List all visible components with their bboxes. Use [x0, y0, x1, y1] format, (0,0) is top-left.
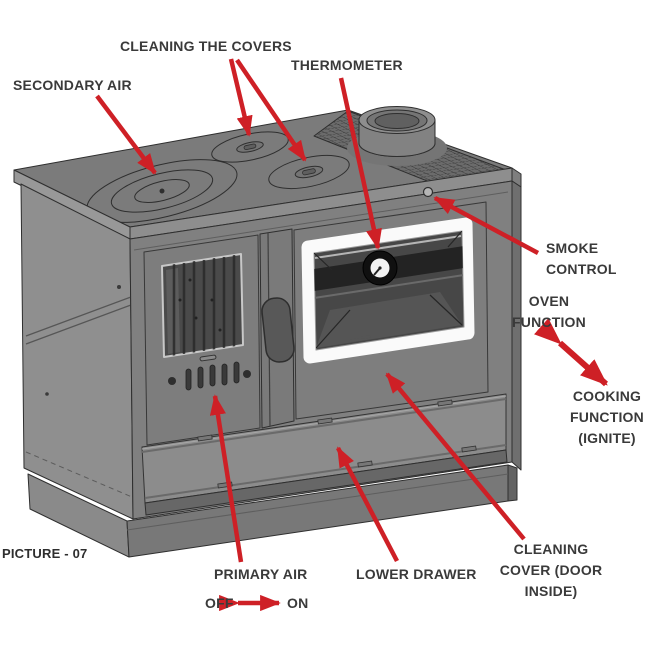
arrow-lower-drawer	[336, 446, 399, 563]
arrow-oven-cooking-function	[534, 318, 608, 387]
label-on: ON	[287, 595, 309, 611]
oven-thermometer	[362, 250, 398, 286]
left-side-panel	[20, 183, 134, 520]
brand-mark	[349, 335, 371, 343]
label-thermometer: THERMOMETER	[291, 57, 403, 73]
label-cleaning-the-covers: CLEANING THE COVERS	[120, 38, 292, 54]
primary-air-control	[168, 354, 251, 391]
label-cleaning-cover-door: CLEANING COVER (DOOR INSIDE)	[499, 541, 603, 599]
label-lower-drawer: LOWER DRAWER	[356, 566, 477, 582]
label-cooking-function: COOKING FUNCTION (IGNITE)	[570, 388, 644, 446]
firebox-door	[143, 234, 261, 446]
arrow-primary-air	[209, 394, 244, 563]
arrow-thermometer	[338, 77, 382, 250]
figure-caption: PICTURE - 07	[2, 546, 88, 561]
oven-door	[293, 201, 489, 420]
arrow-secondary-air	[95, 94, 157, 175]
arrow-smoke-control	[433, 196, 540, 255]
arrow-cleaning-cover-door	[385, 372, 526, 541]
label-smoke-control: SMOKE CONTROL	[546, 240, 617, 277]
arrow-cleaning-cover-2	[235, 58, 307, 162]
arrow-cleaning-cover-1	[228, 58, 253, 137]
firebox-grate	[166, 255, 236, 356]
plinth-base	[27, 464, 518, 558]
door-handle	[261, 297, 295, 363]
label-secondary-air: SECONDARY AIR	[13, 77, 132, 93]
annotation-arrows	[95, 58, 608, 612]
flue-collar	[358, 106, 436, 157]
base-step	[144, 449, 508, 516]
door-stile	[259, 228, 295, 429]
label-primary-air: PRIMARY AIR	[214, 566, 308, 582]
smoke-control-knob	[422, 186, 434, 198]
label-off: OFF	[205, 595, 234, 611]
label-oven-function: OVEN FUNCTION	[512, 293, 586, 330]
